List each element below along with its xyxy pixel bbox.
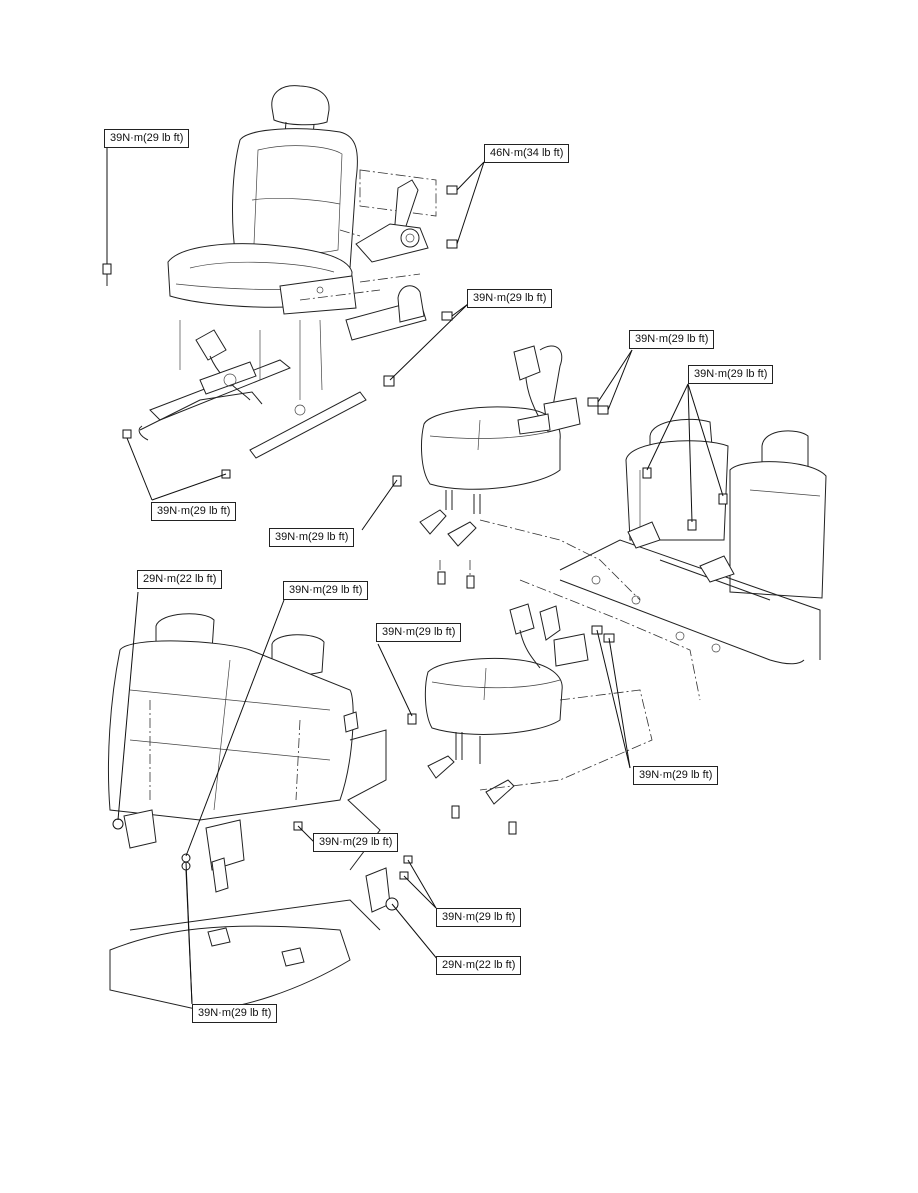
front-seat bbox=[139, 86, 366, 458]
torque-callout: 39N·m(29 lb ft) bbox=[688, 365, 774, 384]
torque-callout: 39N·m(29 lb ft) bbox=[467, 289, 553, 308]
torque-callout: 39N·m(29 lb ft) bbox=[376, 623, 462, 642]
center-jump-seat-upper bbox=[420, 346, 580, 576]
front-seat-recliner-bracket bbox=[300, 170, 436, 340]
rear-bench-seat bbox=[108, 614, 390, 1010]
torque-callout: 29N·m(22 lb ft) bbox=[436, 956, 522, 975]
torque-callout: 39N·m(29 lb ft) bbox=[283, 581, 369, 600]
torque-callout: 39N·m(29 lb ft) bbox=[313, 833, 399, 852]
torque-callout: 29N·m(22 lb ft) bbox=[137, 570, 223, 589]
callout-leaders bbox=[107, 148, 723, 1004]
torque-callout: 39N·m(29 lb ft) bbox=[104, 129, 190, 148]
torque-callout: 46N·m(34 lb ft) bbox=[484, 144, 570, 163]
torque-callout: 39N·m(29 lb ft) bbox=[269, 528, 355, 547]
torque-callout: 39N·m(29 lb ft) bbox=[629, 330, 715, 349]
torque-callout: 39N·m(29 lb ft) bbox=[436, 908, 522, 927]
torque-callout: 39N·m(29 lb ft) bbox=[192, 1004, 278, 1023]
bolts bbox=[103, 186, 727, 910]
rear-right-bench-and-floor bbox=[480, 419, 826, 700]
center-jump-seat-lower bbox=[425, 604, 652, 804]
torque-callout: 39N·m(29 lb ft) bbox=[633, 766, 719, 785]
torque-callout: 39N·m(29 lb ft) bbox=[151, 502, 237, 521]
